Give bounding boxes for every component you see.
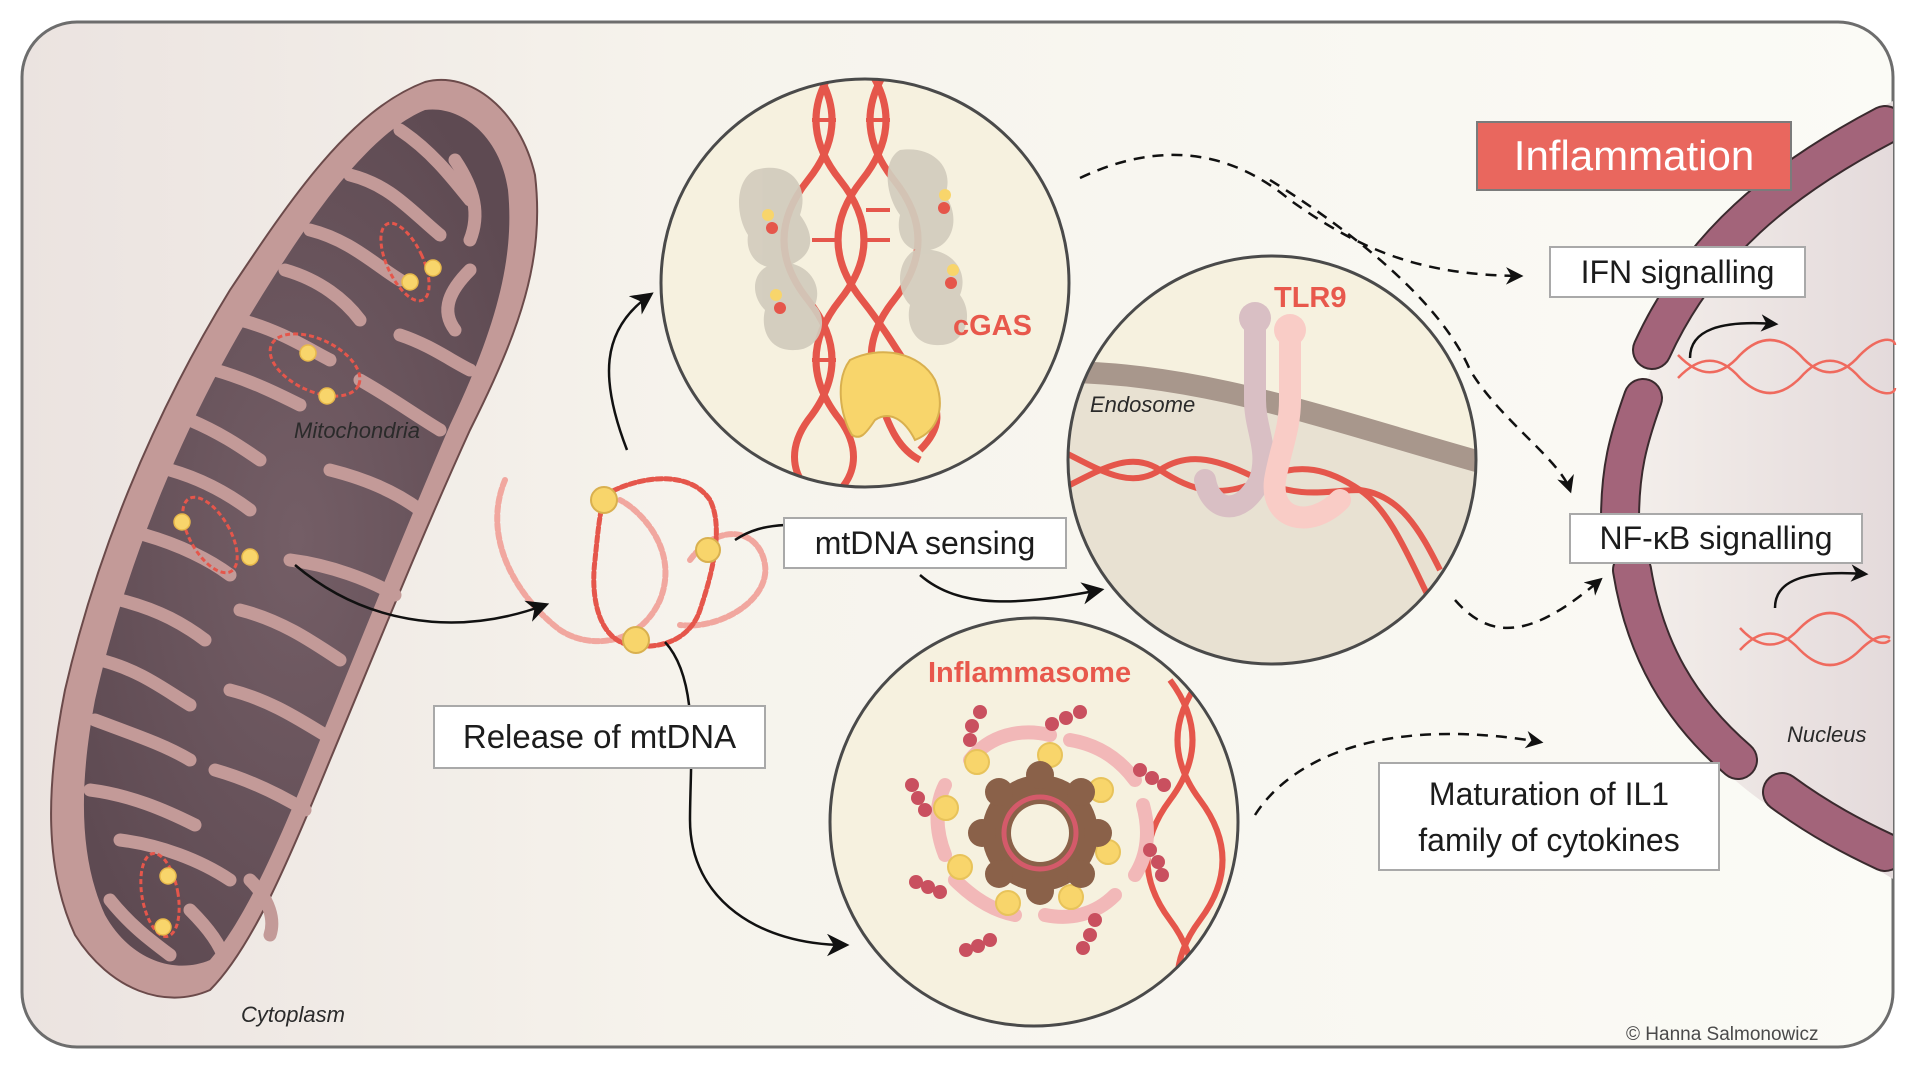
transcription-arrows [1688,314,1869,609]
mtdna-sensing-box: mtDNA sensing [783,517,1067,569]
nucleus-label: Nucleus [1787,722,1867,747]
nfkb-signalling-label: NF-κB signalling [1599,520,1833,556]
dashed-tlr9-to-nfkb [1454,577,1603,630]
dashed-arrows [1079,153,1603,816]
released-mtdna [494,476,769,649]
arrow-mito-to-release [294,564,550,624]
arrow-release-to-cgas [607,292,654,451]
nucleus-dna [1677,338,1897,667]
mitochondrion [50,78,539,999]
inflammasome-label: Inflammasome [928,657,1132,689]
dashed-cgas-to-ifn [1079,153,1524,285]
dashed-inflammasome-to-il1 [1253,731,1544,816]
released-mtdna-proteins [590,486,721,654]
nfkb-signalling-box: NF-κB signalling [1569,513,1863,564]
cytoplasm-label: Cytoplasm [241,1002,345,1027]
inflammasome-sensor [828,616,1240,1028]
tlr9-label: TLR9 [1274,282,1347,314]
il1-maturation-box: Maturation of IL1 family of cytokines [1378,762,1720,871]
inflammation-title: Inflammation [1476,121,1792,191]
nuclear-envelope [1600,105,1893,872]
il1-maturation-line2: family of cytokines [1418,821,1680,858]
dashed-cgas-to-nfkb [1269,178,1574,494]
release-mtdna-label: Release of mtDNA [462,718,737,755]
cgas-label: cGAS [953,310,1032,342]
inflammasome-core [968,761,1112,905]
release-mtdna-box: Release of mtDNA [433,705,766,769]
mitochondria-label: Mitochondria [294,418,420,443]
mtdna-sensing-label: mtDNA sensing [814,524,1036,561]
tlr9-sensor [1066,254,1478,666]
cgas-sensor [659,77,1071,489]
inflammation-title-text: Inflammation [1513,132,1755,179]
solid-arrows [294,292,1105,957]
ifn-signalling-label: IFN signalling [1580,253,1775,290]
copyright-credit: © Hanna Salmonowicz [1626,1024,1819,1045]
arrow-sensing-to-tlr9 [919,574,1105,605]
endosome-label: Endosome [1090,392,1196,417]
arrow-release-to-sensing [734,523,786,542]
ifn-signalling-box: IFN signalling [1549,246,1806,298]
arrow-release-to-inflammasome [664,641,850,957]
il1-maturation-line1: Maturation of IL1 [1428,775,1670,812]
